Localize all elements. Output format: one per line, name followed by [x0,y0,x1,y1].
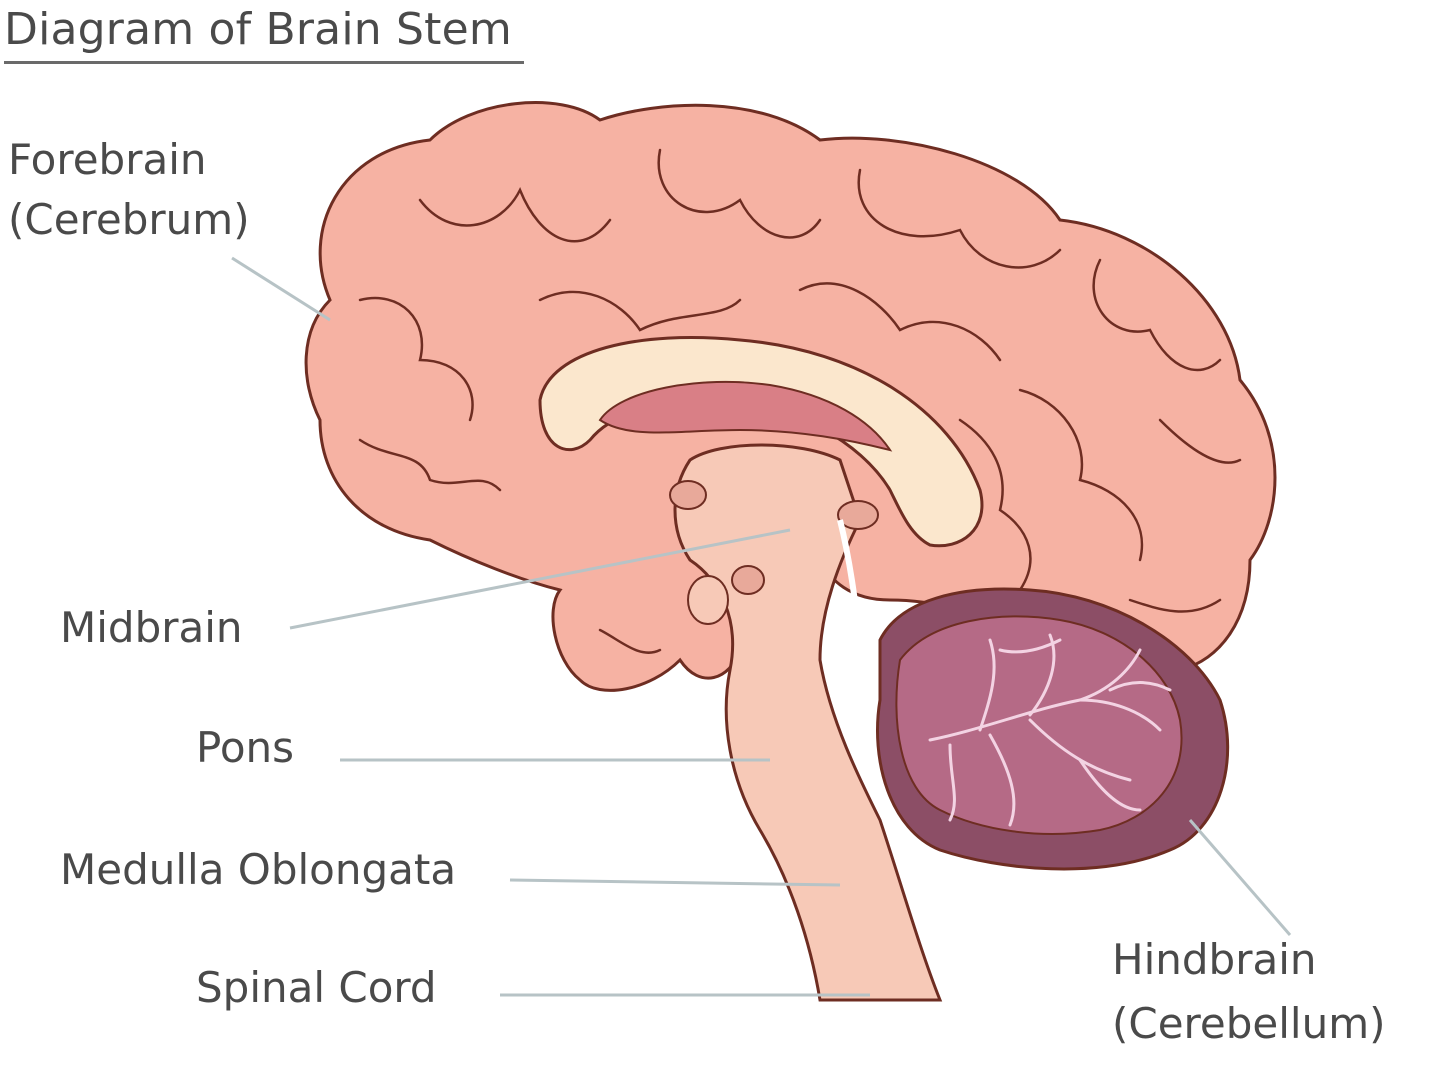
leader-forebrain [231,256,331,322]
label-midbrain: Midbrain [60,603,243,652]
label-medulla-oblongata: Medulla Oblongata [60,845,457,894]
label-forebrain-cerebrum: (Cerebrum) [8,195,250,244]
leader-medulla [509,878,841,887]
cerebellum-inner [895,615,1183,835]
label-spinal-cord: Spinal Cord [196,963,437,1012]
cerebrum-gyri [358,148,1242,654]
label-forebrain: Forebrain [8,135,207,184]
arbor-vitae [928,633,1172,827]
lateral-ventricle [598,380,893,452]
leader-midbrain [289,528,791,630]
label-hindbrain-cerebellum: (Cerebellum) [1112,999,1386,1048]
pituitary-region [687,575,729,625]
mammillary-body [731,565,765,595]
thalamic-nucleus-right [837,500,879,530]
diagram-title: Diagram of Brain Stem [4,4,524,64]
thalamic-nucleus-left [669,480,707,510]
leader-hindbrain [1188,819,1292,936]
label-hindbrain: Hindbrain [1112,935,1317,984]
label-pons: Pons [196,723,295,772]
leader-lines [231,256,1292,997]
